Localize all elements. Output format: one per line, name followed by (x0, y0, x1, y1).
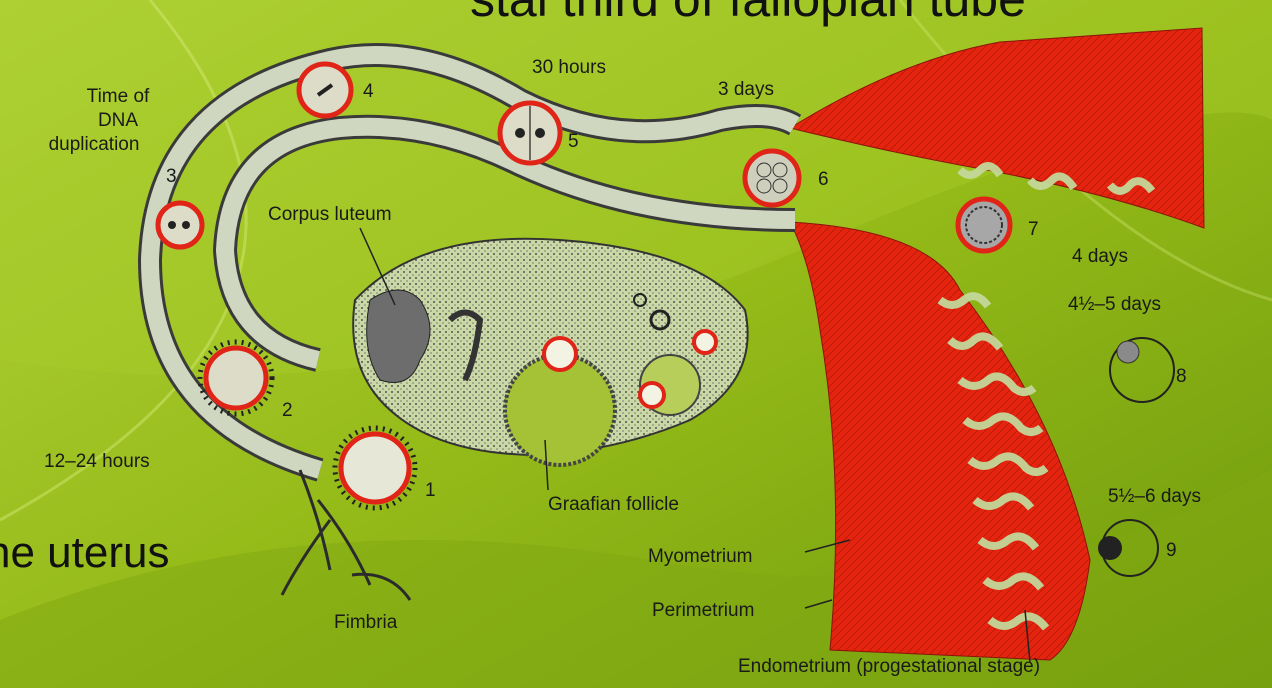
embryo-stage-9 (1098, 520, 1158, 576)
embryo-stage-3 (158, 203, 202, 247)
label-5-6-days: 5½–6 days (1108, 486, 1201, 507)
label-3-days: 3 days (718, 79, 774, 100)
uterus-upper-wall (790, 28, 1204, 228)
stage-number-6: 6 (818, 169, 829, 190)
label-perimetrium: Perimetrium (652, 600, 754, 621)
uterus (790, 28, 1204, 660)
label-corpus-luteum: Corpus luteum (268, 204, 392, 225)
label-endometrium: Endometrium (progestational stage) (738, 656, 1040, 677)
label-4-5-days: 4½–5 days (1068, 294, 1161, 315)
stage-number-3: 3 (166, 166, 177, 187)
embryo-stage-5 (500, 103, 560, 163)
stage-number-4: 4 (363, 81, 374, 102)
stage-number-5: 5 (568, 131, 579, 152)
label-time-of: Time of (87, 86, 150, 107)
stage-number-9: 9 (1166, 540, 1177, 561)
label-12-24-hours: 12–24 hours (44, 451, 150, 472)
embryo-stage-6 (745, 151, 799, 205)
embryo-stage-2 (200, 342, 272, 414)
embryo-stage-7 (958, 199, 1010, 251)
embryo-stage-1 (335, 428, 415, 508)
embryo-stage-4 (299, 64, 351, 116)
label-30-hours: 30 hours (532, 57, 606, 78)
label-graafian-follicle: Graafian follicle (548, 494, 679, 515)
label-dna: DNA (98, 110, 138, 131)
embryo-stage-8 (1110, 338, 1174, 402)
label-fimbria: Fimbria (334, 612, 398, 633)
label-myometrium: Myometrium (648, 546, 753, 567)
stage-number-2: 2 (282, 400, 293, 421)
uterus-lower-wall (790, 222, 1090, 660)
stage-number-1: 1 (425, 480, 436, 501)
label-duplication: duplication (49, 134, 140, 155)
stage-number-8: 8 (1176, 366, 1187, 387)
label-4-days: 4 days (1072, 246, 1128, 267)
stage-number-7: 7 (1028, 219, 1039, 240)
